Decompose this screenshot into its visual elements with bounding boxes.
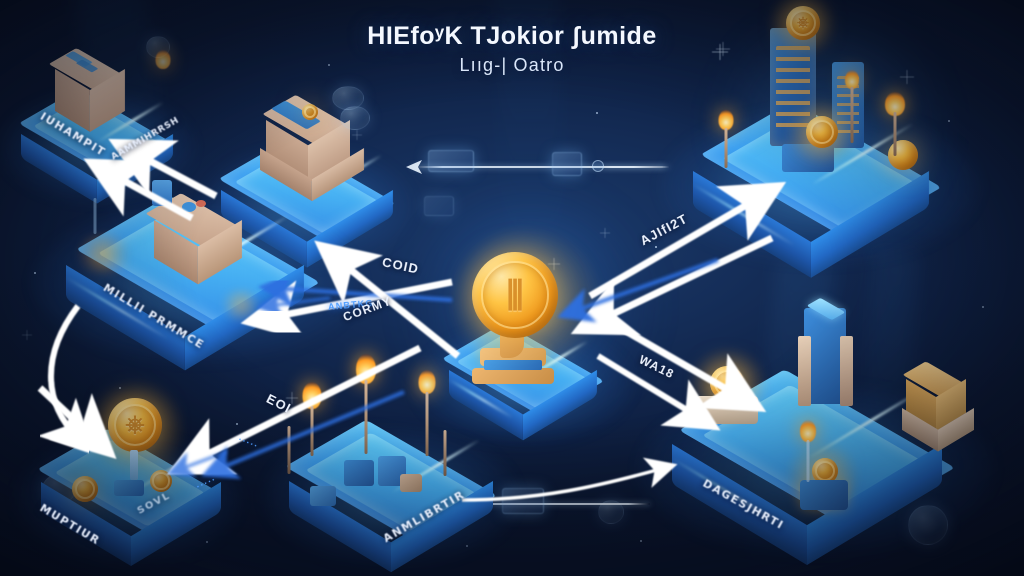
page-subtitle: Lııg-| Oatro <box>459 55 565 75</box>
flame-icon <box>155 50 171 69</box>
farm-small-coin-right <box>150 470 172 492</box>
star <box>596 112 598 114</box>
node-bottom-right[interactable] <box>638 297 994 566</box>
rail-node-icon-right <box>552 152 582 176</box>
pole-shaft <box>287 426 291 474</box>
sparkle <box>900 70 914 84</box>
coin-rim <box>814 460 836 482</box>
coin-pedestal <box>130 450 138 480</box>
roof-detail-blue <box>182 202 196 212</box>
city-coin-mid <box>806 116 838 148</box>
center-coin-symbol: ⦀ <box>506 272 524 318</box>
arrow-label-coid: COID <box>380 254 421 277</box>
rail-arrow-head-icon <box>406 160 422 174</box>
sparkle <box>600 228 610 238</box>
center-main-coin[interactable]: ⦀ <box>472 252 558 338</box>
page-title: HIEfoʸK TJokior ʃumide <box>367 22 657 50</box>
sparkle <box>716 42 730 56</box>
top-rail-line-right <box>604 166 670 168</box>
pole-shaft <box>443 430 447 476</box>
sparkle <box>286 392 298 404</box>
pole-shaft <box>310 406 314 456</box>
city-coin-top: ⎈ <box>786 6 820 40</box>
yard-pole <box>90 192 100 234</box>
factory-building <box>144 180 242 285</box>
district-tower-pillar-right <box>840 336 853 406</box>
refinery-block-d <box>400 474 422 492</box>
crate-stack <box>254 90 364 202</box>
center-coin-pedestal-mid <box>484 360 542 370</box>
refinery-torch-center <box>356 354 376 454</box>
pole-shaft <box>893 112 897 156</box>
coin-rim <box>74 478 96 500</box>
coin-symbol: ⎈ <box>796 15 809 31</box>
sparkle <box>712 44 728 60</box>
rail-node-icon-left <box>428 150 474 172</box>
lamp <box>155 50 171 80</box>
flame-icon <box>800 420 816 442</box>
rail-endpoint-dot <box>592 160 604 172</box>
rail-node-icon-far-left <box>424 196 454 216</box>
refinery-block-a <box>344 460 374 486</box>
factory-silo <box>152 180 172 206</box>
district-reward-box <box>800 480 848 510</box>
crate-coin <box>302 104 318 120</box>
city-tower-main-windows <box>776 46 810 132</box>
coin-symbol: ⎈ <box>125 411 145 438</box>
refinery-torch-far-right <box>440 430 450 476</box>
flame-icon <box>302 382 322 409</box>
coin-rim <box>152 472 170 490</box>
node-mid-left[interactable] <box>32 180 362 371</box>
node-bottom-left[interactable]: ⎈ <box>16 382 240 567</box>
pole-shaft <box>850 87 854 143</box>
pole-shaft <box>724 128 728 168</box>
district-coin <box>710 366 744 400</box>
star <box>119 387 121 389</box>
district-gold-crate <box>898 358 974 452</box>
refinery-torch-far-left <box>284 426 294 474</box>
coin-rim <box>713 369 741 397</box>
city-lamp-center <box>844 70 860 144</box>
coin-rim <box>809 119 835 145</box>
node-right-city[interactable]: ⎈ <box>660 0 980 278</box>
district-torch <box>800 420 816 482</box>
farm-machine-block <box>114 480 144 496</box>
city-plinth <box>782 144 834 172</box>
star <box>982 306 984 308</box>
district-coin-pedestal <box>696 396 758 424</box>
flame-icon <box>718 110 734 130</box>
roof-detail-red <box>196 200 206 207</box>
arrow-city-to-center-blue <box>556 258 719 323</box>
star <box>236 423 238 425</box>
arrow-label-bottomleft-blue: ····· <box>236 434 261 452</box>
center-coin-pedestal-base <box>472 368 554 384</box>
node-top-left[interactable] <box>0 48 194 204</box>
city-lamp-left <box>718 110 734 168</box>
star <box>640 540 642 542</box>
refinery-block-c <box>310 486 336 506</box>
city-lamp-right <box>885 92 905 156</box>
vault-building <box>48 44 125 133</box>
pole-shaft <box>806 440 810 482</box>
sparkle <box>22 330 32 340</box>
star <box>655 246 657 248</box>
title-block: HIEfoʸK TJokior ʃumide Lııg-| Oatro <box>0 22 1024 76</box>
farm-main-coin: ⎈ <box>108 398 162 452</box>
pole-shaft <box>364 380 368 454</box>
farm-small-coin-left <box>72 476 98 502</box>
star <box>328 64 330 66</box>
district-tower-pillar-left <box>798 336 811 406</box>
refinery-torch-left <box>302 382 322 456</box>
pole-shaft <box>93 198 97 234</box>
light-beam-center <box>492 0 568 272</box>
